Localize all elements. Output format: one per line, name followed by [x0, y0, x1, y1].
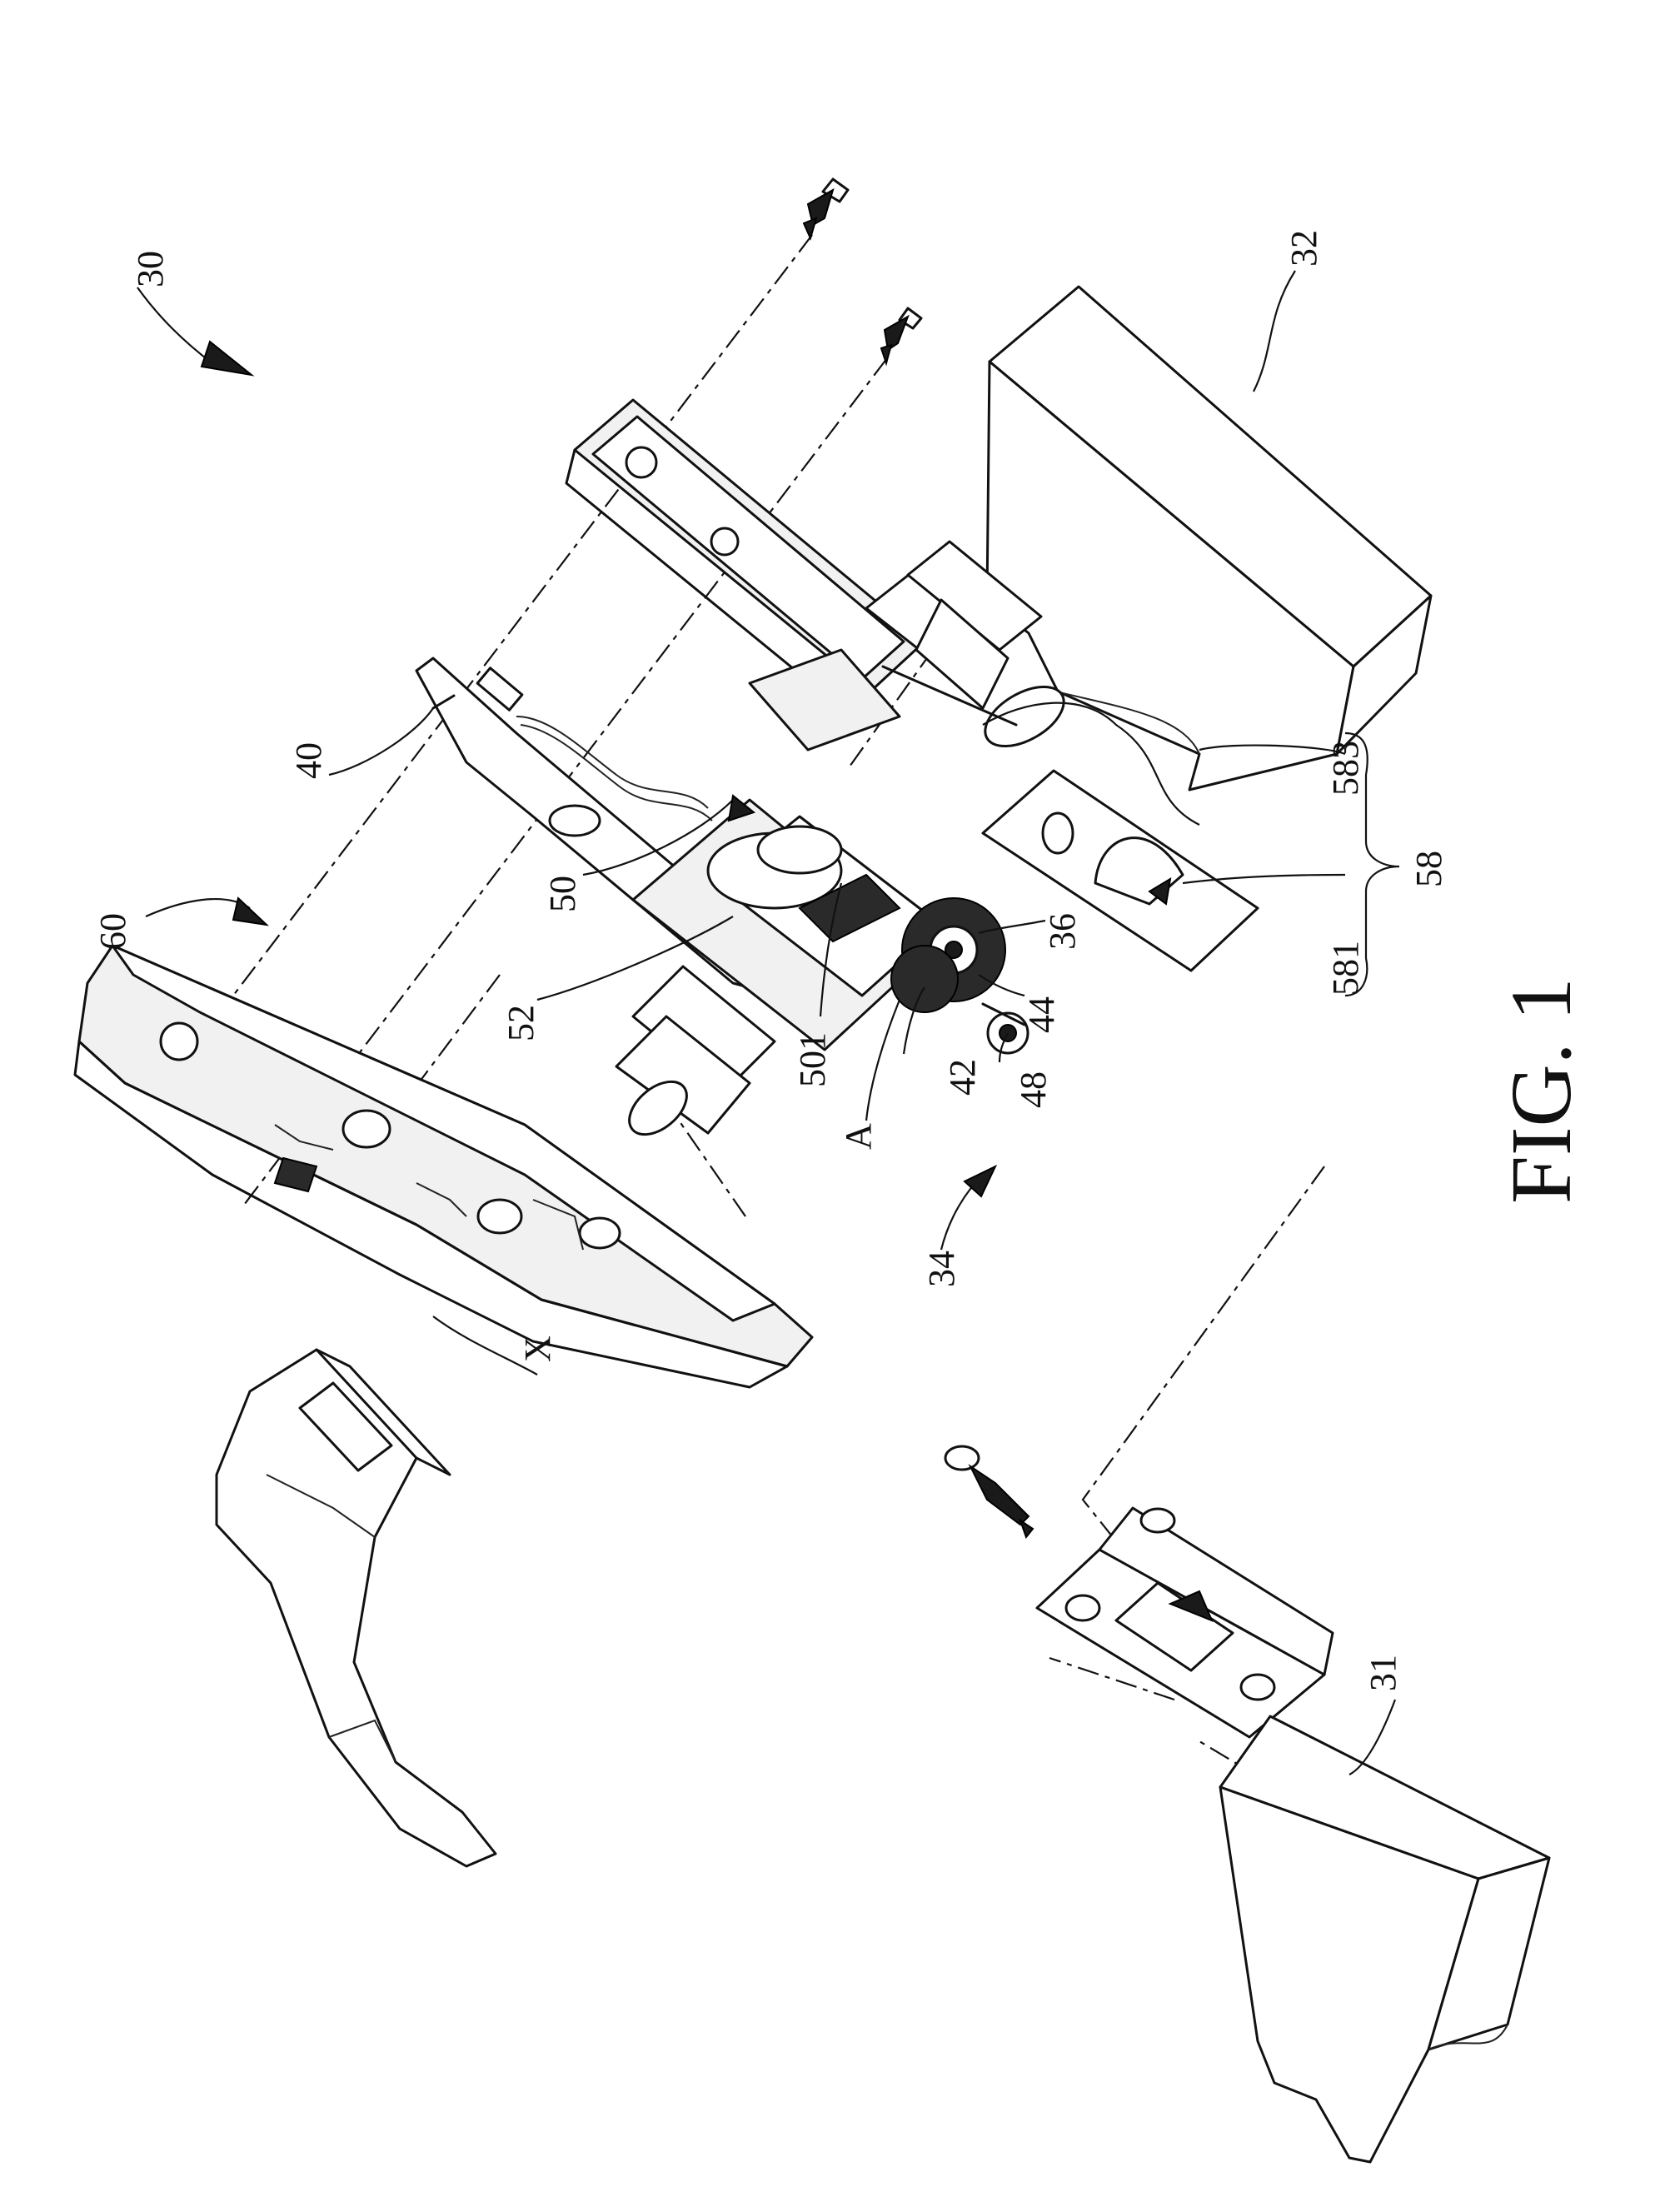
label-36: 36: [1042, 913, 1083, 950]
label-40: 40: [288, 742, 329, 779]
rear-cover-plate: [566, 400, 925, 725]
label-52: 52: [501, 1005, 541, 1041]
label-50: 50: [542, 876, 583, 912]
label-581: 581: [1325, 941, 1366, 996]
label-34: 34: [921, 1251, 962, 1287]
label-501: 501: [792, 1032, 833, 1087]
screw-middle: [881, 308, 921, 363]
screw-upper: [804, 179, 848, 238]
label-48: 48: [1013, 1071, 1054, 1108]
label-42: 42: [942, 1059, 983, 1096]
label-58: 58: [1408, 851, 1449, 887]
label-583: 583: [1325, 741, 1366, 796]
figure-caption: FIG. 1: [1493, 977, 1589, 1204]
latch-screw: [945, 1446, 1033, 1537]
label-44: 44: [1021, 996, 1062, 1033]
strike-plate: [1037, 1508, 1333, 1737]
lever-handle-60: [217, 1350, 496, 1866]
label-X: X: [517, 1336, 558, 1362]
block-31: [1220, 1716, 1549, 2162]
label-60: 60: [92, 913, 133, 950]
label-30: 30: [130, 251, 171, 287]
label-32: 32: [1284, 230, 1324, 267]
label-A: A: [838, 1123, 879, 1150]
label-31: 31: [1363, 1655, 1403, 1691]
